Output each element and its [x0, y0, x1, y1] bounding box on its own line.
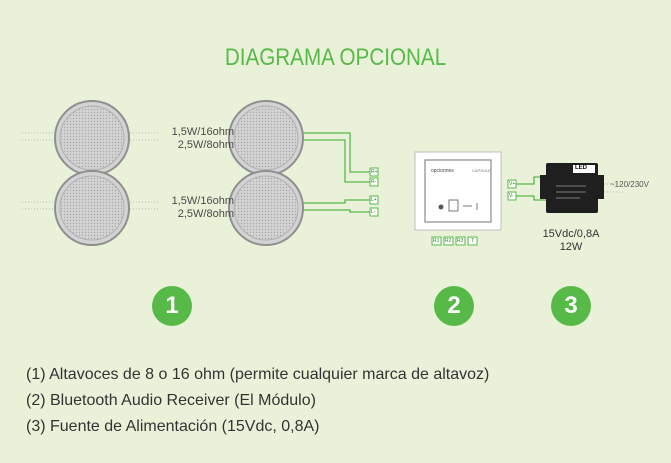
speaker-label-bottom-1: 1,5W/16ohm	[171, 195, 234, 207]
terminal-l-plus: L+	[371, 197, 377, 203]
terminal-r-plus: R+	[371, 169, 378, 175]
button-r1: R1	[433, 238, 440, 244]
module-bottom-buttons	[431, 236, 478, 246]
legend-item-module: (2) Bluetooth Audio Receiver (El Módulo)	[26, 392, 316, 409]
input-leads	[22, 132, 160, 210]
speaker-4	[228, 170, 304, 246]
button-t: T	[471, 238, 475, 244]
terminal-r-minus: R-	[371, 179, 377, 185]
bluetooth-module	[414, 151, 502, 231]
power-supply-power: 12W	[559, 241, 583, 253]
speaker-1	[54, 100, 130, 176]
speaker-wires	[303, 132, 370, 213]
badge-module: 2	[434, 286, 474, 326]
mains-leads	[604, 183, 625, 193]
speaker-label-top-2: 2,5W/8ohm	[177, 139, 234, 151]
speaker-label-bottom-2: 2,5W/8ohm	[177, 208, 234, 220]
diagram-title: DIAGRAMA OPCIONAL	[224, 44, 447, 71]
module-model: CAPSULE	[472, 168, 491, 173]
speaker-2	[54, 170, 130, 246]
terminal-v-plus: V+	[509, 181, 516, 187]
legend-item-speakers: (1) Altavoces de 8 o 16 ohm (permite cua…	[26, 366, 490, 383]
module-brand: opcionnes	[431, 168, 454, 174]
badge-speakers: 1	[152, 286, 192, 326]
legend-item-power: (3) Fuente de Alimentación (15Vdc, 0,8A)	[26, 418, 320, 435]
speaker-3	[228, 100, 304, 176]
button-r2: R2	[445, 238, 452, 244]
badge-power-supply: 3	[551, 286, 591, 326]
power-supply-badge: LED	[575, 165, 587, 171]
button-r3: R3	[457, 238, 464, 244]
power-supply	[540, 163, 604, 213]
terminal-v-minus: V-	[509, 193, 514, 199]
mains-voltage-label: ~120/230V	[610, 180, 649, 189]
module-terminals-speaker	[369, 167, 379, 217]
terminal-l-minus: L-	[371, 209, 376, 215]
power-supply-output: 15Vdc/0,8A	[542, 228, 600, 240]
speaker-label-top-1: 1,5W/16ohm	[171, 126, 234, 138]
